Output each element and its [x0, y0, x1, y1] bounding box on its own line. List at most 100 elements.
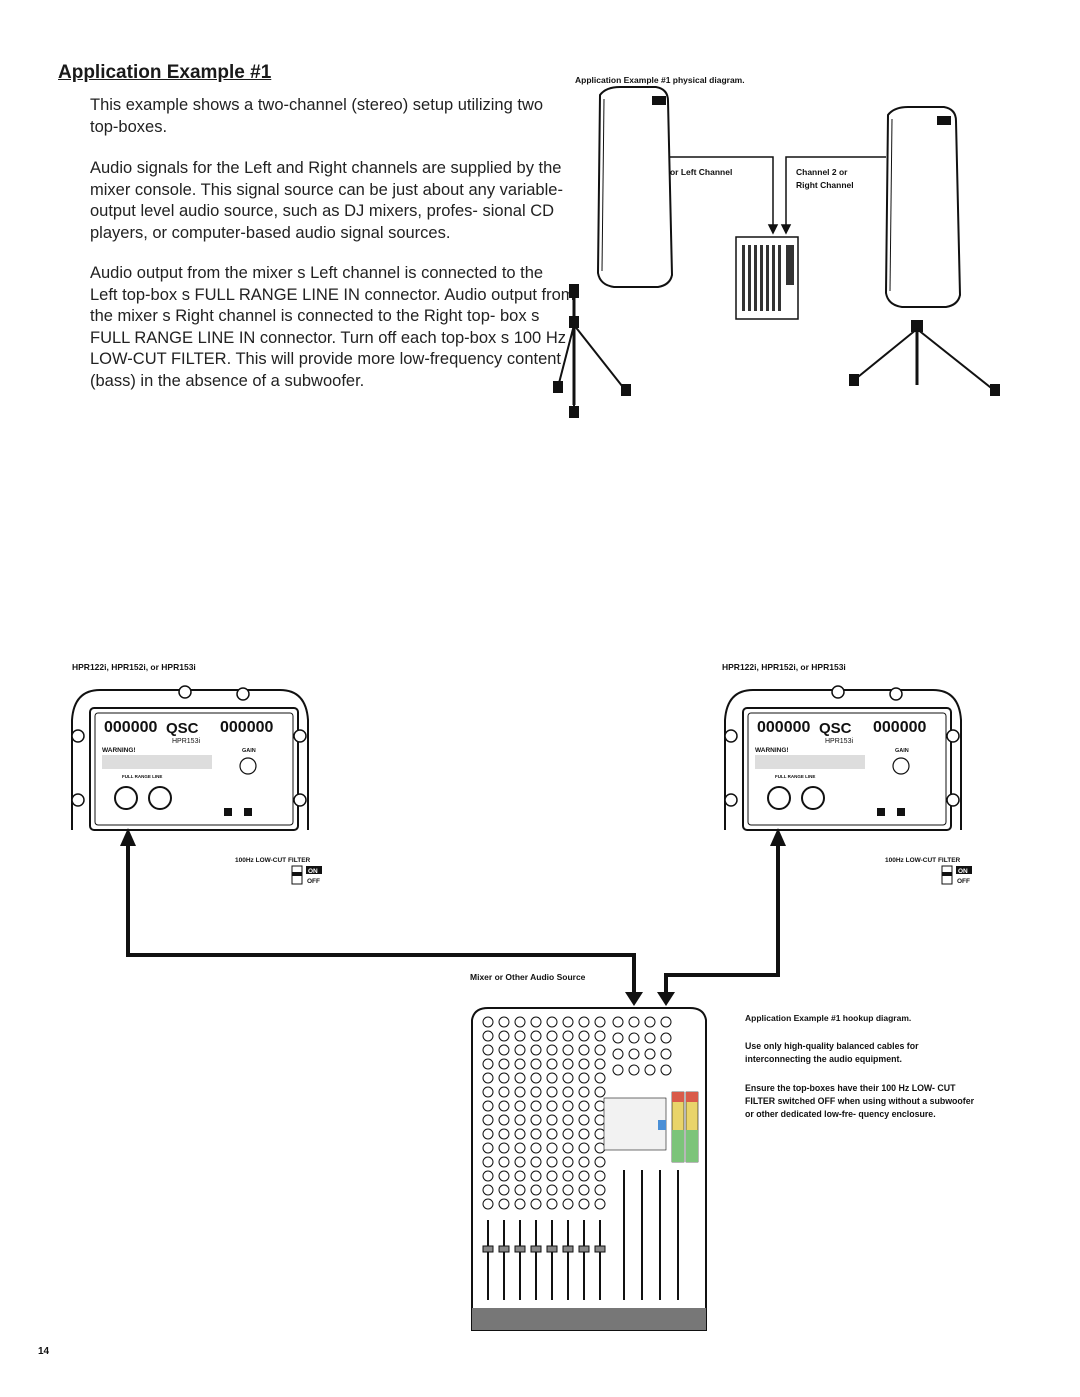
mixer-knob — [498, 1044, 510, 1056]
svg-text:000000: 000000 — [104, 719, 157, 736]
mixer-knob — [498, 1030, 510, 1042]
mixer-knob — [612, 1016, 624, 1028]
svg-text:OFF: OFF — [957, 878, 970, 885]
mixer-knob — [546, 1142, 558, 1154]
mixer-knob — [530, 1184, 542, 1196]
mixer-knob — [628, 1064, 640, 1076]
svg-text:QSC: QSC — [166, 720, 199, 737]
mixer-knob — [628, 1048, 640, 1060]
mixer-knob — [562, 1184, 574, 1196]
left-model-label: HPR122i, HPR152i, or HPR153i — [72, 662, 196, 672]
mixer-fader-knob — [530, 1245, 542, 1253]
mixer-knob — [482, 1156, 494, 1168]
mixer-knob — [498, 1198, 510, 1210]
mixer-knob — [578, 1170, 590, 1182]
mixer-knob — [562, 1142, 574, 1154]
mixer-knob — [594, 1128, 606, 1140]
mixer-knob — [562, 1114, 574, 1126]
mixer-knob — [498, 1128, 510, 1140]
mixer-knob — [482, 1142, 494, 1154]
svg-text:FULL RANGE LINE: FULL RANGE LINE — [775, 774, 815, 779]
mixer-knob — [546, 1128, 558, 1140]
mixer-knob — [562, 1156, 574, 1168]
mixer-knob — [546, 1100, 558, 1112]
mixer-knob — [482, 1058, 494, 1070]
mixer-knob — [546, 1016, 558, 1028]
cable-arrows — [120, 828, 786, 1006]
mixer-knob — [562, 1198, 574, 1210]
mixer-knob — [578, 1184, 590, 1196]
mixer-knob — [514, 1170, 526, 1182]
mixer-fader-knob — [562, 1245, 574, 1253]
mixer-knob — [562, 1044, 574, 1056]
svg-text:QSC: QSC — [819, 720, 852, 737]
svg-text:000000: 000000 — [873, 719, 926, 736]
mixer-knob — [482, 1128, 494, 1140]
mixer-knob — [498, 1072, 510, 1084]
left-lowcut-callout: 100Hz LOW-CUT FILTER ON OFF — [235, 857, 322, 885]
mixer-knob — [578, 1058, 590, 1070]
mixer-knob — [530, 1058, 542, 1070]
mixer-knob — [612, 1064, 624, 1076]
mixer-knob — [628, 1032, 640, 1044]
mixer-knob — [644, 1032, 656, 1044]
mixer-knob — [546, 1044, 558, 1056]
mixer-knob — [530, 1170, 542, 1182]
mixer-knob — [482, 1100, 494, 1112]
mixer-knob — [514, 1016, 526, 1028]
svg-text:WARNING!: WARNING! — [102, 747, 136, 754]
mixer-knob — [578, 1142, 590, 1154]
mixer-knob — [594, 1156, 606, 1168]
mixer-knob — [546, 1072, 558, 1084]
mixer-knob — [562, 1100, 574, 1112]
svg-text:HPR153i: HPR153i — [172, 738, 200, 745]
svg-text:000000: 000000 — [757, 719, 810, 736]
mixer-knob — [594, 1184, 606, 1196]
right-model-label: HPR122i, HPR152i, or HPR153i — [722, 662, 846, 672]
physical-cables — [670, 156, 886, 235]
mixer-fader-knob — [578, 1245, 590, 1253]
mixer-knob — [562, 1016, 574, 1028]
mixer-knob — [594, 1016, 606, 1028]
mixer-knob — [514, 1156, 526, 1168]
mixer-knob — [546, 1114, 558, 1126]
mixer-knob — [482, 1184, 494, 1196]
mixer-knob — [498, 1184, 510, 1196]
paragraph-intro: This example shows a two-channel (stereo… — [90, 96, 544, 136]
mixer-knob — [578, 1100, 590, 1112]
mixer-knob — [498, 1100, 510, 1112]
svg-text:ON: ON — [958, 868, 968, 875]
mixer-knob — [594, 1044, 606, 1056]
mixer-knob — [482, 1170, 494, 1182]
svg-text:OFF: OFF — [307, 878, 320, 885]
physical-diagram-caption: Application Example #1 physical diagram. — [575, 75, 745, 85]
mixer-fader-knob — [482, 1245, 494, 1253]
mixer-knob — [644, 1064, 656, 1076]
mixer-knob — [530, 1156, 542, 1168]
mixer-knob — [612, 1032, 624, 1044]
mixer-knob — [546, 1170, 558, 1182]
mixer-knob — [514, 1184, 526, 1196]
mixer-knob — [546, 1030, 558, 1042]
mixer-knob — [530, 1128, 542, 1140]
mixer-knob — [498, 1016, 510, 1028]
mixer-knob — [498, 1086, 510, 1098]
mixer-knob — [594, 1170, 606, 1182]
physical-diagram — [553, 86, 1000, 418]
mixer-knob — [578, 1156, 590, 1168]
mixer-knob — [594, 1100, 606, 1112]
mixer-knob — [514, 1128, 526, 1140]
paragraph-connections: Audio output from the mixer s Left chann… — [90, 264, 575, 390]
mixer-knob — [530, 1016, 542, 1028]
mixer-knob — [498, 1058, 510, 1070]
mixer-knob — [514, 1198, 526, 1210]
mixer-knob — [546, 1184, 558, 1196]
mixer-knob — [482, 1016, 494, 1028]
mixer-knob — [594, 1114, 606, 1126]
mixer-knob — [594, 1072, 606, 1084]
mixer-knob — [578, 1198, 590, 1210]
mixer-knob — [530, 1114, 542, 1126]
mixer-knob — [578, 1030, 590, 1042]
mixer-knob — [514, 1086, 526, 1098]
mixer-knob — [514, 1100, 526, 1112]
